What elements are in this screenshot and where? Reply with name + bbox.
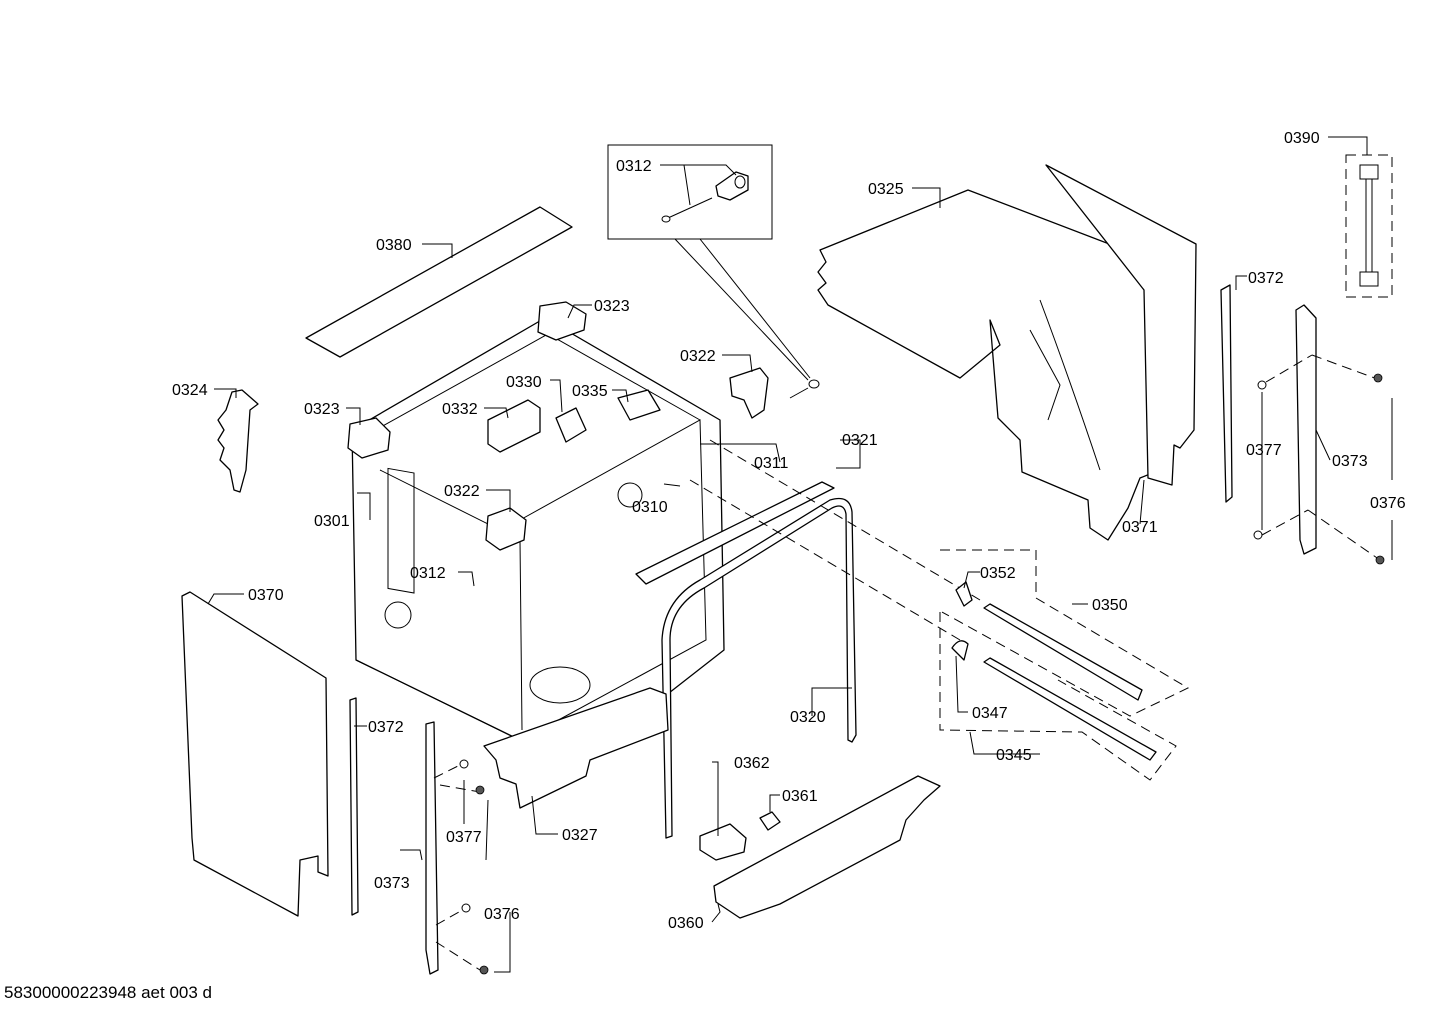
label-0323-left: 0323 [304,401,340,418]
part-0301-tub [347,301,725,746]
label-0312-mid: 0312 [410,565,446,582]
label-0323-top: 0323 [594,298,630,315]
label-0376-right: 0376 [1370,495,1406,512]
part-0327-kick-plate [483,687,669,809]
label-0371: 0371 [1122,519,1158,536]
detail-box-0312 [607,144,811,381]
label-0376-left: 0376 [484,906,520,923]
part-0371-side-panel [1045,164,1197,486]
label-0373-left: 0373 [374,875,410,892]
part-0370-side-panel [181,591,329,917]
part-labels: 0390 0312 0325 0380 0323 0322 0372 0324 … [172,130,1406,932]
label-0350: 0350 [1092,597,1128,614]
label-0332: 0332 [442,401,478,418]
label-0361: 0361 [782,788,818,805]
label-0380: 0380 [376,237,412,254]
label-0301: 0301 [314,513,350,530]
label-0325: 0325 [868,181,904,198]
label-0373-right: 0373 [1332,453,1368,470]
part-0321-seal-strip [635,481,835,585]
screws-right [1253,354,1385,565]
label-0352: 0352 [980,565,1016,582]
label-0377-left: 0377 [446,829,482,846]
screws-left [433,759,489,975]
label-0330: 0330 [506,374,542,391]
label-0324: 0324 [172,382,208,399]
label-0377-right: 0377 [1246,442,1282,459]
part-0372-trim-right [1220,284,1233,503]
part-0372-trim-left [349,697,359,916]
part-0390-hose [1345,154,1393,298]
label-0372-left: 0372 [368,719,404,736]
label-0362: 0362 [734,755,770,772]
leader-lines [207,136,1393,973]
label-0390: 0390 [1284,130,1320,147]
part-0373-rail-left [425,721,439,975]
label-0322-mid: 0322 [444,483,480,500]
label-0370: 0370 [248,587,284,604]
part-0380-cover-strip [305,206,573,358]
label-0345: 0345 [996,747,1032,764]
label-0311: 0311 [754,455,789,472]
label-0372-right: 0372 [1248,270,1284,287]
label-0335: 0335 [572,383,608,400]
label-0320: 0320 [790,709,826,726]
label-0327: 0327 [562,827,598,844]
label-0322-top: 0322 [680,348,716,365]
label-0360: 0360 [668,915,704,932]
part-0320-gasket [661,497,857,839]
part-0312-screw-top [789,379,820,399]
label-0347: 0347 [972,705,1008,722]
drawing-number: 58300000223948 aet 003 d [4,983,212,1002]
part-0324-hinge [217,389,259,493]
part-0322-bracket-top [729,367,769,419]
label-0312-box: 0312 [616,158,652,175]
label-0310: 0310 [632,499,668,516]
assembly-0350-0345 [689,439,1190,781]
part-0362-0361-0360 [699,775,941,919]
part-0373-rail-right [1295,304,1317,555]
label-0321: 0321 [842,432,878,449]
